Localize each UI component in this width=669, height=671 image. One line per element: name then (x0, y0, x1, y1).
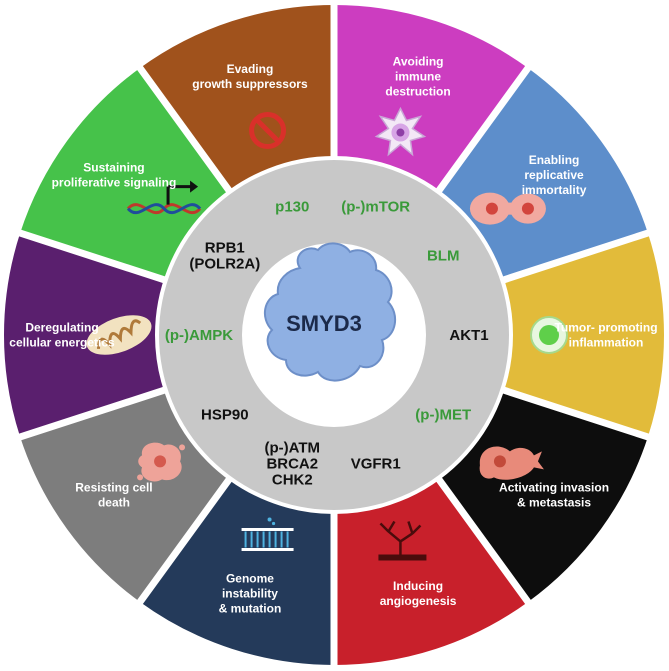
protein-line: (p-)MET (415, 406, 471, 423)
protein-line: (p-)mTOR (341, 199, 410, 216)
hallmark-line: death (98, 495, 130, 509)
protein-line: HSP90 (201, 406, 249, 423)
broken-dna-icon (241, 517, 294, 551)
apoptotic-cell-icon (137, 442, 186, 482)
protein-label-immortality: BLM (427, 248, 460, 265)
hallmark-line: instability (222, 587, 278, 601)
protein-label-cell-death: HSP90 (201, 406, 249, 423)
blood-vessel-icon (378, 520, 427, 561)
hallmark-line: angiogenesis (380, 594, 457, 608)
smyd3-structure-icon (263, 242, 397, 382)
hallmark-line: Genome (226, 572, 274, 586)
mitochondrion-icon (86, 315, 152, 355)
hallmark-segments (3, 3, 664, 667)
protein-label-energetics: (p-)AMPK (165, 327, 233, 344)
protein-line: BLM (427, 248, 460, 265)
segment-inflammation (503, 233, 664, 437)
protein-line: AKT1 (449, 327, 488, 344)
immune-cell-icon (374, 106, 427, 157)
protein-label-angiogenesis: VGFR1 (351, 455, 401, 472)
hallmark-line: Evading (227, 62, 274, 76)
hallmark-line: Enabling (529, 153, 580, 167)
hallmark-icons (86, 106, 568, 561)
hallmark-line: Avoiding (393, 54, 444, 68)
hallmark-line: Tumor- promoting (554, 321, 657, 335)
center-label: SMYD3 (286, 311, 362, 336)
hallmark-line: destruction (385, 84, 450, 98)
hallmark-line: immune (395, 69, 441, 83)
protein-line: VGFR1 (351, 455, 401, 472)
protein-line: RPB1 (205, 240, 245, 257)
hallmark-line: cellular energetics (9, 336, 115, 350)
hallmark-line: proliferative signaling (52, 176, 177, 190)
protein-line: p130 (275, 199, 309, 216)
protein-label-growth-suppressors: p130 (275, 199, 309, 216)
protein-label-inflammation: AKT1 (449, 327, 488, 344)
hallmark-line: Inducing (393, 579, 443, 593)
protein-label-immune: (p-)mTOR (341, 199, 410, 216)
dna-arrow-icon (126, 180, 202, 215)
hallmark-line: immortality (522, 183, 587, 197)
hallmark-line: Sustaining (83, 161, 144, 175)
protein-line: (p-)AMPK (165, 327, 233, 344)
dividing-cell-icon (469, 192, 546, 225)
hallmark-line: & metastasis (517, 495, 591, 509)
metastasis-cell-icon (479, 446, 544, 480)
hallmark-label-invasion: Activating invasion& metastasis (499, 480, 609, 509)
inflammatory-cell-icon (530, 316, 568, 354)
protein-line: (POLR2A) (189, 256, 260, 273)
ring-divider (155, 156, 513, 514)
hallmark-line: Activating invasion (499, 480, 609, 494)
hallmark-line: inflammation (569, 336, 644, 350)
hallmark-line: Deregulating (25, 321, 98, 335)
protein-line: CHK2 (272, 471, 313, 488)
protein-line: BRCA2 (266, 455, 318, 472)
segment-genome (140, 479, 334, 665)
hallmark-line: Resisting cell (75, 480, 152, 494)
smyd3-protein-blob: SMYD3 (263, 242, 397, 382)
hallmark-line: growth suppressors (192, 77, 308, 91)
prohibition-icon (249, 112, 287, 150)
segment-energetics (3, 233, 165, 437)
hallmark-line: & mutation (219, 602, 282, 616)
protein-label-invasion: (p-)MET (415, 406, 471, 423)
segment-growth-suppressors (140, 5, 334, 191)
hallmark-line: replicative (524, 168, 584, 182)
segment-immune (334, 5, 528, 191)
protein-label-proliferative: RPB1(POLR2A) (189, 240, 260, 273)
protein-line: (p-)ATM (265, 439, 321, 456)
